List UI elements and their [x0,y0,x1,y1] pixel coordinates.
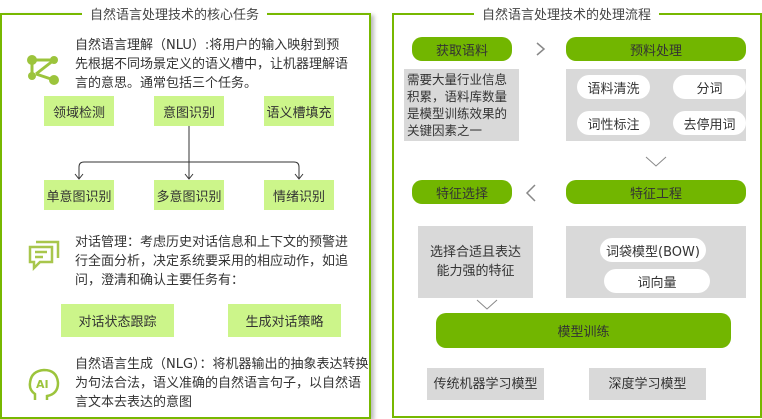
task-single-intent: 单意图识别 [44,180,114,210]
chevron-left-icon [525,184,536,202]
item-bag-of-words: 词袋模型(BOW) [600,238,706,262]
task-slot-filling: 语义槽填充 [264,96,334,126]
item-stopword-removal: 去停用词 [673,111,746,135]
process-flow-title: 自然语言处理技术的处理流程 [474,4,660,23]
task-domain-detection: 领域检测 [44,96,114,126]
step-preprocess: 预料处理 [566,37,746,61]
item-corpus-cleaning: 语料清洗 [577,75,650,99]
model-deep-learning: 深度学习模型 [589,368,706,400]
item-word-vector: 词向量 [604,269,710,293]
tree-connector [74,126,304,180]
feature-selection-note: 选择合适且表达能力强的特征 [418,226,533,298]
task-dialog-state-tracking: 对话状态跟踪 [61,304,174,337]
model-traditional-ml: 传统机器学习模型 [427,368,544,400]
task-dialog-policy: 生成对话策略 [228,304,341,337]
core-tasks-panel [0,13,371,419]
step-acquire-corpus: 获取语料 [412,37,512,61]
task-multi-intent: 多意图识别 [154,180,224,210]
ai-head-icon: AI [28,368,60,400]
step-feature-selection: 特征选择 [412,180,512,204]
nlg-description: 自然语言生成（NLG）：将机器输出的抽象表达转换为句法合法，语义准确的自然语言句… [75,357,369,410]
acquire-note: 需要大量行业信息积累，语料库数量是模型训练效果的关键因素之一 [404,69,519,141]
step-model-training: 模型训练 [436,313,731,348]
network-icon [27,55,59,85]
chevron-down-icon [645,156,667,167]
item-pos-tagging: 词性标注 [577,111,650,135]
task-intent-recognition: 意图识别 [154,96,224,126]
chevron-down-icon [476,299,498,310]
chevron-right-icon [536,42,546,56]
dialog-management-description: 对话管理：考虑历史对话信息和上下文的预警进行全面分析，决定系统要采用的相应动作，… [75,235,349,288]
step-feature-engineering: 特征工程 [566,180,746,204]
nlu-description: 自然语言理解（NLU）:将用户的输入映射到预先根据不同场景定义的语义槽中，让机器… [75,38,349,91]
svg-text:AI: AI [36,378,49,391]
core-tasks-title: 自然语言处理技术的核心任务 [82,4,268,23]
task-emotion-recognition: 情绪识别 [264,180,334,210]
item-tokenization: 分词 [673,75,746,99]
chat-icon [28,240,60,272]
